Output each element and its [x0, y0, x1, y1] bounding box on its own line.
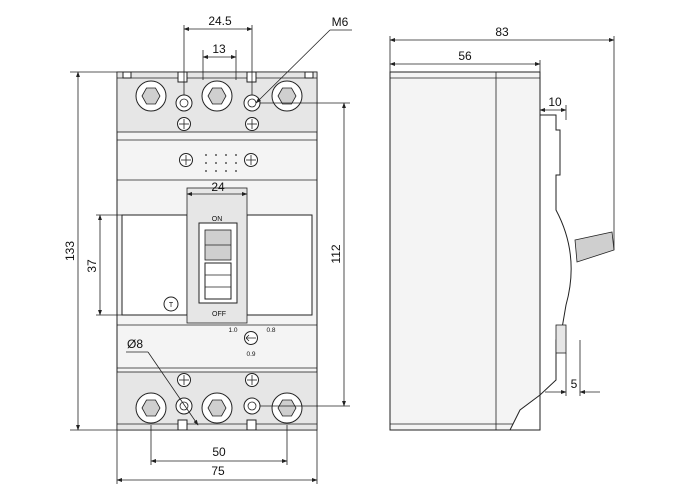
side-view: 83 56 10 5	[389, 25, 615, 431]
svg-text:133: 133	[63, 241, 77, 261]
dim-cover-step: 10	[539, 95, 567, 120]
dim-body-depth: 56	[389, 49, 541, 72]
dial-bottom-label: 0.9	[246, 351, 255, 358]
cross-screw-icon	[244, 153, 258, 167]
terminal-screw-icon	[135, 80, 167, 112]
dim-mount-spacing: 50	[150, 425, 288, 465]
dim-terminal-hole: Ø8	[126, 337, 199, 426]
terminal-screw-icon	[135, 392, 167, 424]
svg-text:50: 50	[212, 445, 226, 459]
cross-screw-icon	[245, 117, 259, 131]
dim-overall-depth: 83	[389, 25, 615, 250]
dim-mount-height: 112	[260, 102, 350, 407]
bottom-terminal-block	[116, 367, 318, 431]
current-adjust-dial: 1.0 0.8 0.9	[228, 327, 275, 358]
svg-text:T: T	[169, 302, 174, 309]
dim-thread: M6	[255, 15, 352, 104]
svg-text:5: 5	[571, 377, 578, 391]
cross-screw-icon	[177, 117, 191, 131]
svg-text:83: 83	[495, 25, 509, 39]
dim-base-step: 5	[545, 340, 600, 396]
cross-screw-icon	[177, 373, 191, 387]
svg-text:24: 24	[211, 180, 225, 194]
terminal-screw-icon	[201, 80, 233, 112]
svg-text:56: 56	[458, 49, 472, 63]
test-button: T	[163, 296, 179, 312]
top-terminal-block	[116, 71, 318, 133]
dim-overall-height: 133	[63, 71, 117, 431]
terminal-screw-icon	[271, 80, 303, 112]
svg-text:M6: M6	[332, 15, 349, 29]
dim-overall-width: 75	[116, 430, 318, 484]
dim-handle-window: 37	[85, 214, 122, 316]
svg-text:75: 75	[211, 464, 225, 478]
dim-terminal-pitch: 24.5	[183, 14, 253, 95]
front-view: ON OFF T 1.0 0.8 0.9	[63, 14, 352, 484]
handle-area: ON OFF T	[121, 187, 313, 324]
cross-screw-icon	[179, 153, 193, 167]
dim-handle-width: 24	[186, 180, 248, 196]
off-label: OFF	[212, 311, 226, 318]
dial-left-label: 1.0	[228, 327, 237, 334]
dim-hole-spacing: 13	[202, 42, 237, 80]
side-handle-lever	[574, 231, 615, 263]
svg-text:10: 10	[548, 95, 562, 109]
svg-text:24.5: 24.5	[208, 14, 232, 28]
terminal-screw-icon	[271, 392, 303, 424]
cross-screw-icon	[245, 373, 259, 387]
svg-text:13: 13	[212, 42, 226, 56]
side-body	[389, 71, 541, 431]
on-label: ON	[212, 216, 223, 223]
terminal-screw-icon	[201, 392, 233, 424]
dial-right-label: 0.8	[266, 327, 275, 334]
svg-text:112: 112	[329, 244, 343, 263]
svg-text:37: 37	[85, 259, 99, 273]
svg-text:Ø8: Ø8	[127, 337, 143, 351]
